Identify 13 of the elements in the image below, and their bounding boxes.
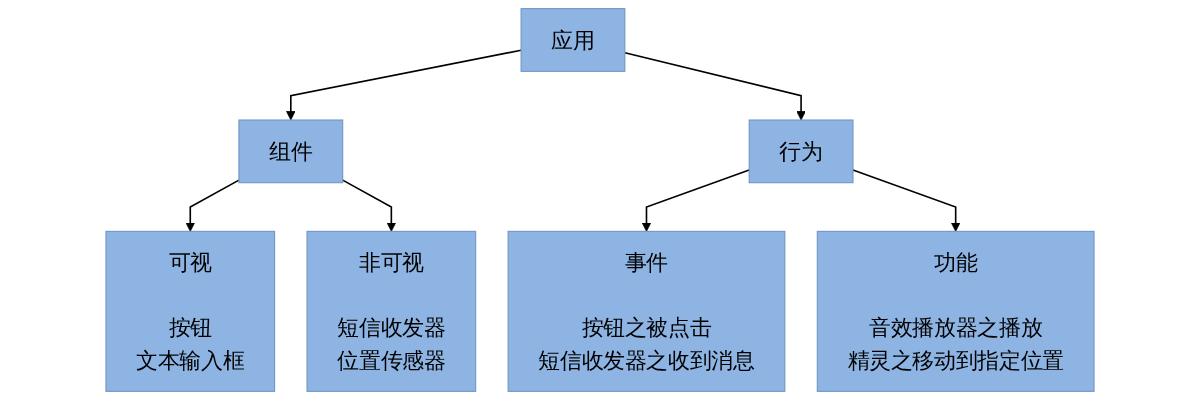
process-box: 行为 <box>748 119 854 184</box>
arrow <box>286 49 522 121</box>
process-box: 组件 <box>238 119 344 184</box>
process-box: 应用 <box>520 8 626 72</box>
process-box: 可视 按钮 文本输入框 <box>105 230 276 392</box>
process-box: 功能 音效播放器之播放 精灵之移动到指定位置 <box>816 230 1095 392</box>
process-box: 非可视 短信收发器 位置传感器 <box>306 230 477 392</box>
arrow <box>185 179 240 232</box>
arrow <box>624 51 806 121</box>
arrow <box>341 179 397 232</box>
arrow <box>641 169 750 232</box>
arrow <box>852 169 961 232</box>
process-box: 事件 按钮之被点击 短信收发器之收到消息 <box>507 230 786 392</box>
